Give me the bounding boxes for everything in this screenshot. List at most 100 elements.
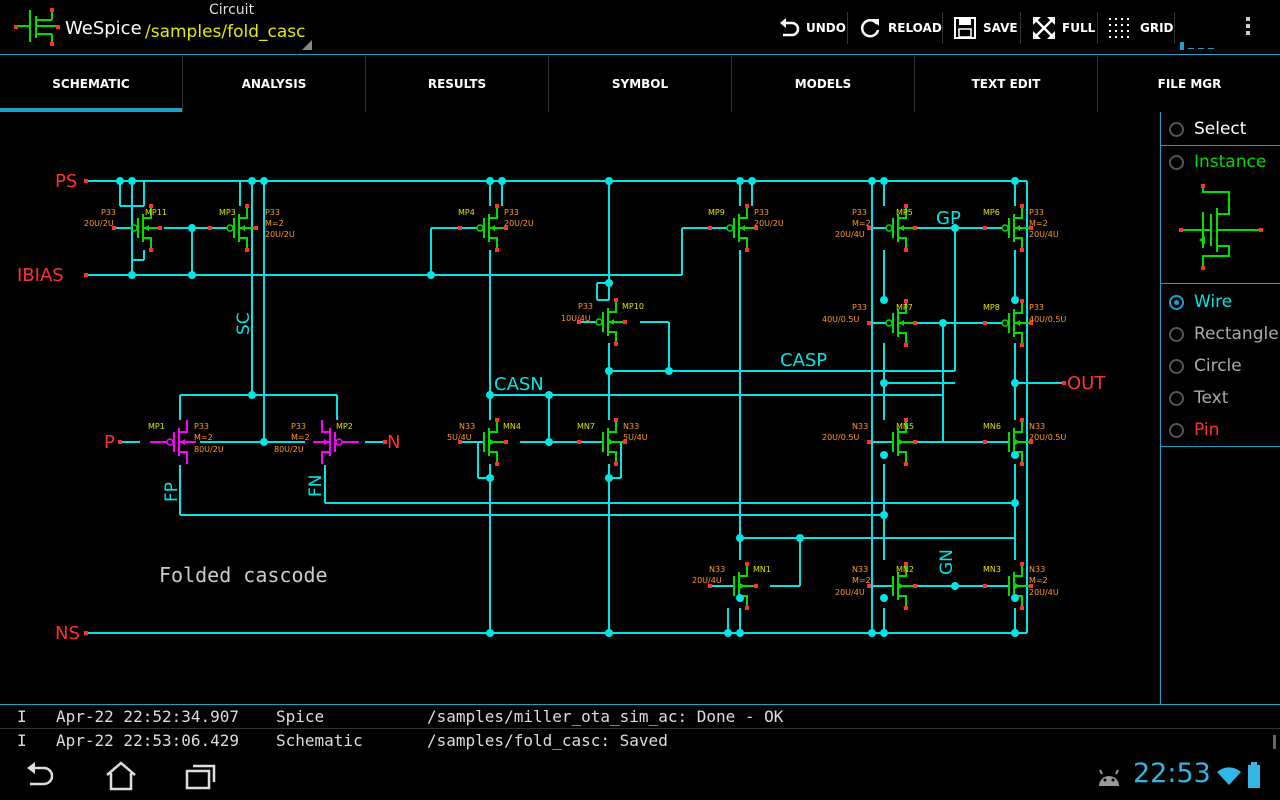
- net-label-fn: FN: [306, 475, 326, 498]
- app-logo-icon: [14, 8, 60, 46]
- radio-icon: [1169, 422, 1184, 438]
- device-mult-mn3: M=2: [1029, 576, 1048, 585]
- toolbar-separator: [1020, 12, 1021, 44]
- device-model-mn7: N33: [623, 422, 639, 431]
- grid-button[interactable]: GRID: [1108, 10, 1174, 46]
- device-size-mp10: 10U/4U: [561, 314, 591, 323]
- tab-results[interactable]: RESULTS: [366, 56, 549, 112]
- device-model-mp4: P33: [504, 208, 519, 217]
- pin-ps[interactable]: PS: [55, 171, 77, 192]
- tool-text-label: Text: [1194, 388, 1229, 408]
- dropdown-corner-icon: [302, 40, 312, 50]
- device-model-mn4: N33: [459, 422, 475, 431]
- schematic-comment[interactable]: Folded cascode: [159, 563, 328, 587]
- log-source: Schematic: [276, 731, 363, 750]
- wifi-icon: [1217, 767, 1241, 785]
- tool-select[interactable]: Select: [1169, 117, 1246, 141]
- device-size-mp3: 20U/2U: [265, 230, 295, 239]
- toolbar-separator: [942, 12, 943, 44]
- home-icon[interactable]: [104, 760, 138, 792]
- device-model-mn1: N33: [709, 565, 725, 574]
- device-mult-mp2: M=2: [291, 433, 310, 442]
- tool-pin[interactable]: Pin: [1169, 418, 1219, 442]
- device-name-mn6: MN6: [983, 422, 1001, 431]
- radio-icon: [1169, 390, 1184, 406]
- wire-network[interactable]: [86, 180, 1064, 634]
- tab-symbol[interactable]: SYMBOL: [549, 56, 732, 112]
- tool-text[interactable]: Text: [1169, 386, 1228, 410]
- device-model-mp8: P33: [1029, 303, 1044, 312]
- device-model-mp10: P33: [578, 302, 593, 311]
- device-name-mp8: MP8: [983, 303, 1000, 312]
- overflow-menu-icon[interactable]: [1240, 14, 1256, 42]
- tab-file-mgr[interactable]: FILE MGR: [1157, 77, 1222, 91]
- tool-select-label: Select: [1194, 119, 1247, 139]
- log-level: I: [17, 731, 27, 750]
- log-row: I Apr-22 22:52:34.907 Spice /samples/mil…: [0, 705, 1280, 728]
- device-name-mp4: MP4: [458, 208, 475, 217]
- device-name-mn4: MN4: [503, 422, 521, 431]
- pin-n[interactable]: N: [387, 432, 400, 453]
- port-markers: [84, 179, 1066, 635]
- device-model-mp6: P33: [1029, 208, 1044, 217]
- device-size-mp4: 20U/2U: [504, 219, 534, 228]
- device-mult-mp5: M=2: [852, 219, 871, 228]
- device-name-mn2: MN2: [896, 565, 914, 574]
- battery-icon: [1248, 762, 1260, 788]
- save-button[interactable]: SAVE: [953, 10, 1018, 46]
- device-size-mn2: 20U/4U: [835, 588, 865, 597]
- tool-circle[interactable]: Circle: [1169, 354, 1242, 378]
- fullscreen-icon: [1033, 17, 1055, 39]
- tab-schematic[interactable]: SCHEMATIC: [0, 56, 183, 112]
- tab-models[interactable]: MODELS: [732, 56, 915, 112]
- radio-selected-icon: [1169, 294, 1184, 310]
- device-size-mn4: 5U/4U: [447, 433, 472, 442]
- undo-button[interactable]: UNDO: [778, 10, 846, 46]
- net-label-sc: SC: [234, 312, 254, 335]
- tool-wire[interactable]: Wire: [1169, 290, 1232, 314]
- toolbar-separator: [1174, 12, 1175, 44]
- tool-instance-label: Instance: [1194, 152, 1267, 172]
- device-name-mp3: MP3: [219, 208, 236, 217]
- device-name-mp5: MP5: [896, 208, 913, 217]
- palette-divider: [1161, 283, 1280, 284]
- tab-text-edit[interactable]: TEXT EDIT: [915, 56, 1098, 112]
- device-size-mp7: 40U/0.5U: [822, 315, 859, 324]
- log-scrollbar[interactable]: [1273, 735, 1276, 749]
- pin-ibias[interactable]: IBIAS: [17, 265, 64, 286]
- device-size-mp6: 20U/4U: [1029, 230, 1059, 239]
- undo-label: UNDO: [806, 21, 846, 35]
- pin-out[interactable]: OUT: [1067, 373, 1106, 394]
- device-model-mn6: N33: [1029, 422, 1045, 431]
- device-name-mp9: MP9: [708, 208, 725, 217]
- message-log[interactable]: I Apr-22 22:52:34.907 Spice /samples/mil…: [0, 704, 1280, 753]
- back-icon[interactable]: [24, 762, 56, 790]
- net-label-gn: GN: [937, 549, 957, 575]
- reload-button[interactable]: RELOAD: [858, 10, 942, 46]
- pin-p[interactable]: P: [104, 432, 115, 453]
- floppy-disk-icon: [954, 17, 976, 39]
- tool-rectangle[interactable]: Rectangle: [1169, 322, 1279, 346]
- device-name-mn1: MN1: [753, 565, 771, 574]
- device-name-mp6: MP6: [983, 208, 1000, 217]
- device-name-mp7: MP7: [896, 303, 913, 312]
- pin-ns[interactable]: NS: [55, 623, 80, 644]
- circuit-path-dropdown[interactable]: /samples/fold_casc: [145, 22, 306, 42]
- full-button[interactable]: FULL: [1032, 10, 1095, 46]
- transistor-symbols[interactable]: [111, 203, 1034, 611]
- recent-apps-icon[interactable]: [184, 762, 218, 790]
- device-size-mn6: 20U/0.5U: [1029, 433, 1066, 442]
- toolbar-separator: [847, 12, 848, 44]
- device-size-mn7: 5U/4U: [623, 433, 648, 442]
- tool-circle-label: Circle: [1194, 356, 1242, 376]
- device-model-mp5: P33: [852, 208, 867, 217]
- instance-preview-icon[interactable]: [1177, 184, 1267, 274]
- tab-analysis[interactable]: ANALYSIS: [183, 56, 366, 112]
- device-name-mn7: MN7: [577, 422, 595, 431]
- schematic-canvas[interactable]: PS IBIAS NS P N OUT SC FP FN CASN CASP G…: [0, 112, 1160, 704]
- save-label: SAVE: [983, 21, 1018, 35]
- tool-instance[interactable]: Instance: [1169, 150, 1266, 174]
- toolbar-separator: [1097, 12, 1098, 44]
- device-model-mp7: P33: [852, 303, 867, 312]
- net-label-fp: FP: [162, 482, 182, 502]
